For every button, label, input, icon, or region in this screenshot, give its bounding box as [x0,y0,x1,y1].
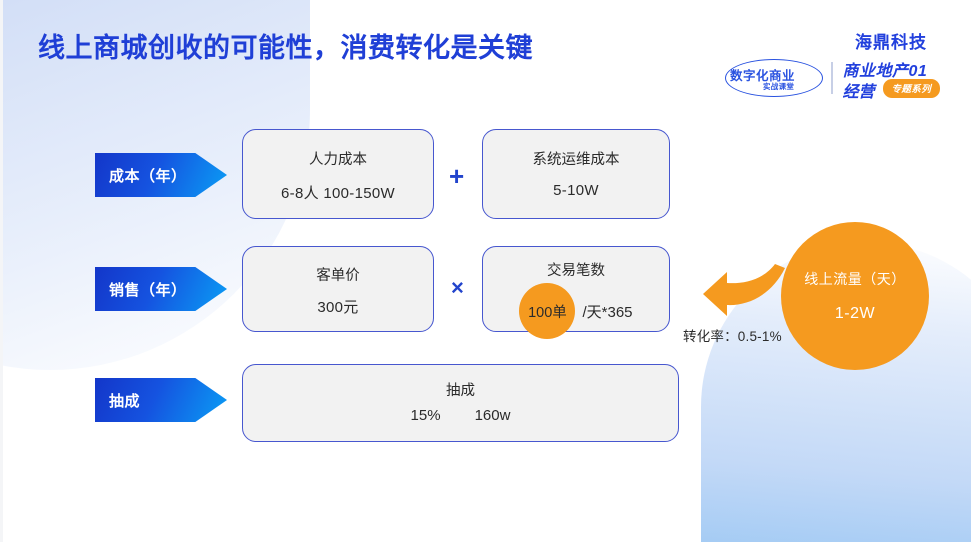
row-tag-sales: 销售（年） [95,267,227,311]
card-transaction-count-values: 100单 /天*365 [483,283,669,339]
online-traffic-title: 线上流量（天） [804,271,906,287]
brand-company-name: 海鼎科技 [855,33,927,52]
card-commission-values: 15% 160w [243,407,678,424]
online-traffic-value: 1-2W [834,305,876,322]
card-system-ops-cost-value: 5-10W [553,182,599,199]
card-commission-amount: 160w [474,407,511,424]
series-pill-badge: 专题系列 [882,79,941,98]
operator-plus-icon: + [449,161,465,191]
course-badge: 数字化商业 实战课堂 [725,57,823,99]
series-badge: 商业地产01 经营 专题系列 [841,56,953,101]
conversion-rate-note: 转化率：0.5-1% [683,329,782,344]
card-system-ops-cost: 系统运维成本 5-10W [482,129,670,219]
course-badge-main: 数字化商业 [730,69,796,83]
brand-logo-block: 海鼎科技 数字化商业 实战课堂 商业地产01 经营 专题系列 [715,28,955,106]
course-badge-sub: 实战课堂 [763,82,795,91]
card-commission: 抽成 15% 160w [242,364,679,442]
card-labor-cost-value: 6-8人 100-150W [281,185,395,202]
series-line-1: 商业地产01 [842,63,928,80]
row-tag-sales-label: 销售（年） [109,281,187,299]
page-title: 线上商城创收的可能性，消费转化是关键 [38,33,533,63]
row-tag-cost-label: 成本（年） [109,167,187,185]
brand-logo-row: 数字化商业 实战课堂 商业地产01 经营 专题系列 [725,56,953,101]
card-labor-cost-title: 人力成本 [309,152,367,168]
orders-highlight-badge: 100单 [519,283,576,339]
card-transaction-count-title: 交易笔数 [547,263,605,279]
curved-arrow-left-icon [703,264,785,316]
orders-suffix-label: /天*365 [582,303,633,321]
row-tag-commission: 抽成 [95,378,227,422]
series-line-2: 经营 [842,84,875,101]
slide-left-edge [0,0,3,542]
card-transaction-count: 交易笔数 100单 /天*365 [482,246,670,339]
card-unit-price: 客单价 300元 [242,246,434,332]
card-unit-price-title: 客单价 [316,268,360,284]
card-system-ops-cost-title: 系统运维成本 [532,152,620,168]
row-tag-commission-label: 抽成 [109,392,141,410]
card-unit-price-value: 300元 [317,299,359,316]
course-ring-icon [725,59,823,97]
operator-multiply-icon: × [451,275,464,300]
card-labor-cost: 人力成本 6-8人 100-150W [242,129,434,219]
row-tag-cost: 成本（年） [95,153,227,197]
brand-divider [831,62,833,94]
card-commission-rate: 15% [410,407,441,424]
card-commission-title: 抽成 [446,383,475,399]
online-traffic-circle: 线上流量（天） 1-2W [781,222,929,370]
